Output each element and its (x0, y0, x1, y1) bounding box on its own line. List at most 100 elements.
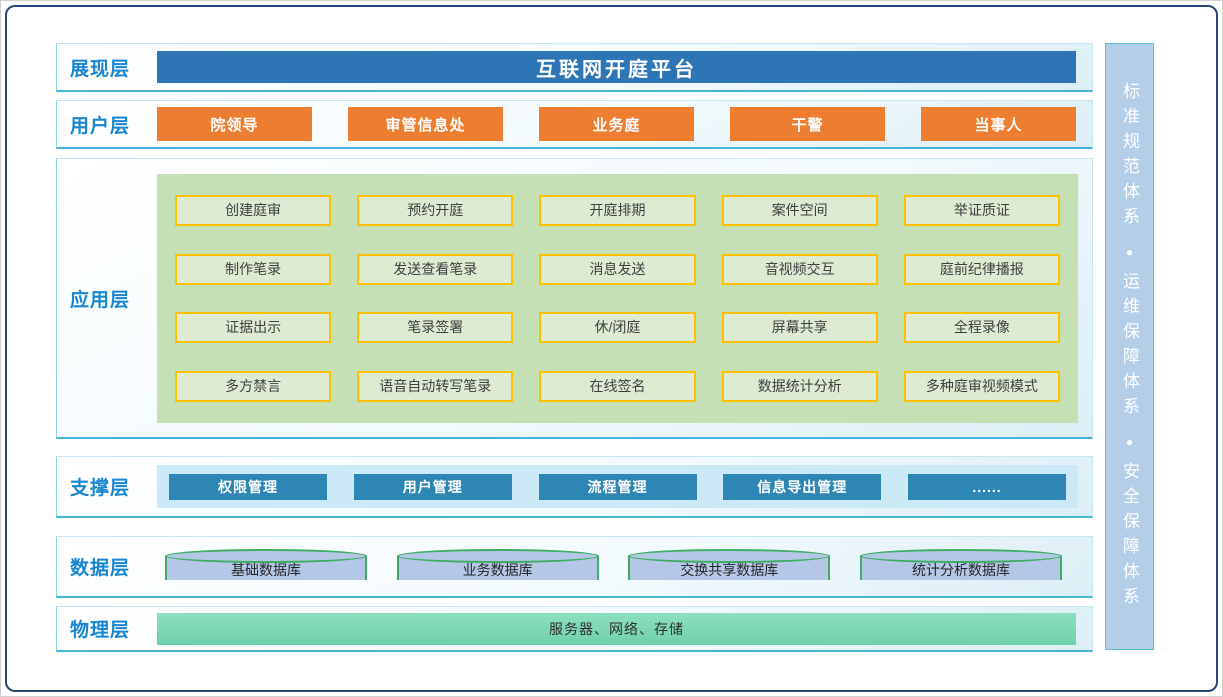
layer-presentation-body: 互联网开庭平台 (157, 44, 1092, 90)
database-label: 基础数据库 (231, 556, 301, 580)
app-module-label: 创建庭审 (225, 202, 281, 219)
app-module: 在线签名 (539, 371, 695, 402)
layer-application-label: 应用层 (57, 159, 157, 437)
app-module-label: 屏幕共享 (772, 319, 828, 336)
user-role-leadership: 院领导 (157, 107, 312, 141)
layer-physical-body: 服务器、网络、存储 (157, 607, 1092, 650)
database-label: 统计分析数据库 (912, 556, 1010, 580)
support-module-permissions: 权限管理 (169, 474, 327, 500)
app-module-label: 消息发送 (589, 261, 645, 278)
app-module: 证据出示 (175, 312, 331, 343)
layer-support-label: 支撑层 (57, 457, 157, 516)
physical-resources-text: 服务器、网络、存储 (549, 619, 684, 639)
app-module-label: 音视频交互 (765, 261, 835, 278)
bullet-separator-icon: ● (1126, 246, 1133, 258)
layer-physical: 物理层 服务器、网络、存储 (56, 606, 1093, 652)
app-module: 数据统计分析 (722, 371, 878, 402)
app-module: 发送查看笔录 (357, 254, 513, 285)
support-module-users: 用户管理 (354, 474, 512, 500)
support-module-label: 权限管理 (218, 477, 278, 497)
app-module: 屏幕共享 (722, 312, 878, 343)
role-label: 干警 (791, 114, 823, 135)
user-role-party: 当事人 (921, 107, 1076, 141)
layer-label-text: 物理层 (70, 615, 130, 642)
app-module-label: 休/闭庭 (595, 319, 641, 336)
app-module-label: 数据统计分析 (758, 378, 842, 395)
bullet-separator-icon: ● (1126, 436, 1133, 448)
role-label: 审管信息处 (385, 114, 465, 135)
app-module: 预约开庭 (357, 195, 513, 226)
database-label: 业务数据库 (463, 556, 533, 580)
support-module-label: 信息导出管理 (757, 477, 847, 497)
app-module: 全程录像 (904, 312, 1060, 343)
layer-support: 支撑层 权限管理 用户管理 流程管理 信息导出管理 ...... (56, 456, 1093, 518)
role-label: 业务庭 (592, 114, 640, 135)
support-modules-panel: 权限管理 用户管理 流程管理 信息导出管理 ...... (157, 465, 1078, 508)
layer-user-body: 院领导 审管信息处 业务庭 干警 当事人 (157, 101, 1092, 147)
support-module-info-export: 信息导出管理 (723, 474, 881, 500)
app-module: 笔录签署 (357, 312, 513, 343)
app-module: 休/闭庭 (539, 312, 695, 343)
system-security: 安全保障体系 (1105, 462, 1154, 612)
database-cylinder-business: 业务数据库 (397, 556, 599, 580)
platform-title-text: 互联网开庭平台 (536, 53, 697, 82)
role-label: 当事人 (974, 114, 1022, 135)
app-module: 案件空间 (722, 195, 878, 226)
user-role-police-staff: 干警 (730, 107, 885, 141)
app-module-label: 语音自动转写笔录 (379, 378, 491, 395)
app-module-label: 全程录像 (954, 319, 1010, 336)
app-module: 语音自动转写笔录 (357, 371, 513, 402)
layer-presentation: 展现层 互联网开庭平台 (56, 43, 1093, 92)
layer-label-text: 应用层 (70, 285, 130, 312)
database-cylinder-basic: 基础数据库 (165, 556, 367, 580)
layers-column: 展现层 互联网开庭平台 用户层 院领导 审管信息处 业务庭 干警 当事人 (56, 43, 1093, 652)
layer-label-text: 用户层 (70, 111, 130, 138)
app-module-label: 多方禁言 (225, 378, 281, 395)
user-role-trial-info-office: 审管信息处 (348, 107, 503, 141)
system-operations: 运维保障体系 (1105, 272, 1154, 422)
layer-data-body: 基础数据库 业务数据库 交换共享数据库 统计分析数据库 (157, 537, 1092, 596)
support-module-workflow: 流程管理 (539, 474, 697, 500)
support-module-label: 流程管理 (588, 477, 648, 497)
app-module-label: 案件空间 (772, 202, 828, 219)
layer-user-label: 用户层 (57, 101, 157, 147)
layer-user: 用户层 院领导 审管信息处 业务庭 干警 当事人 (56, 100, 1093, 149)
user-role-business-court: 业务庭 (539, 107, 694, 141)
app-module: 创建庭审 (175, 195, 331, 226)
database-cylinder-exchange-share: 交换共享数据库 (628, 556, 830, 580)
support-module-more: ...... (908, 474, 1066, 500)
physical-resources-bar: 服务器、网络、存储 (157, 613, 1076, 645)
platform-title-bar: 互联网开庭平台 (157, 51, 1076, 83)
app-module: 制作笔录 (175, 254, 331, 285)
app-module: 庭前纪律播报 (904, 254, 1060, 285)
layer-data: 数据层 基础数据库 业务数据库 交换共享数据库 统计分析数据库 (56, 536, 1093, 598)
app-module-label: 庭前纪律播报 (940, 261, 1024, 278)
app-module: 消息发送 (539, 254, 695, 285)
app-module: 多方禁言 (175, 371, 331, 402)
application-modules-panel: 创建庭审 预约开庭 开庭排期 案件空间 举证质证 制作笔录 发送查看笔录 消息发… (157, 174, 1078, 423)
app-module: 多种庭审视频模式 (904, 371, 1060, 402)
database-label: 交换共享数据库 (680, 556, 778, 580)
app-module: 开庭排期 (539, 195, 695, 226)
app-module-label: 举证质证 (954, 202, 1010, 219)
role-label: 院领导 (210, 114, 258, 135)
system-standards: 标准规范体系 (1105, 82, 1154, 232)
layer-physical-label: 物理层 (57, 607, 157, 650)
app-module: 举证质证 (904, 195, 1060, 226)
app-module-label: 开庭排期 (589, 202, 645, 219)
app-module-label: 笔录签署 (407, 319, 463, 336)
support-module-label: ...... (972, 479, 1001, 495)
assurance-systems-pillar: 标准规范体系 ● 运维保障体系 ● 安全保障体系 (1105, 43, 1154, 650)
app-module-label: 在线签名 (589, 378, 645, 395)
layer-application-body: 创建庭审 预约开庭 开庭排期 案件空间 举证质证 制作笔录 发送查看笔录 消息发… (157, 159, 1092, 437)
app-module-label: 多种庭审视频模式 (926, 378, 1038, 395)
app-module-label: 证据出示 (225, 319, 281, 336)
app-module: 音视频交互 (722, 254, 878, 285)
layer-presentation-label: 展现层 (57, 44, 157, 90)
layer-data-label: 数据层 (57, 537, 157, 596)
layer-label-text: 支撑层 (70, 473, 130, 500)
layer-application: 应用层 创建庭审 预约开庭 开庭排期 案件空间 举证质证 制作笔录 发送查看笔录… (56, 158, 1093, 439)
layer-label-text: 展现层 (70, 54, 130, 81)
support-module-label: 用户管理 (403, 477, 463, 497)
